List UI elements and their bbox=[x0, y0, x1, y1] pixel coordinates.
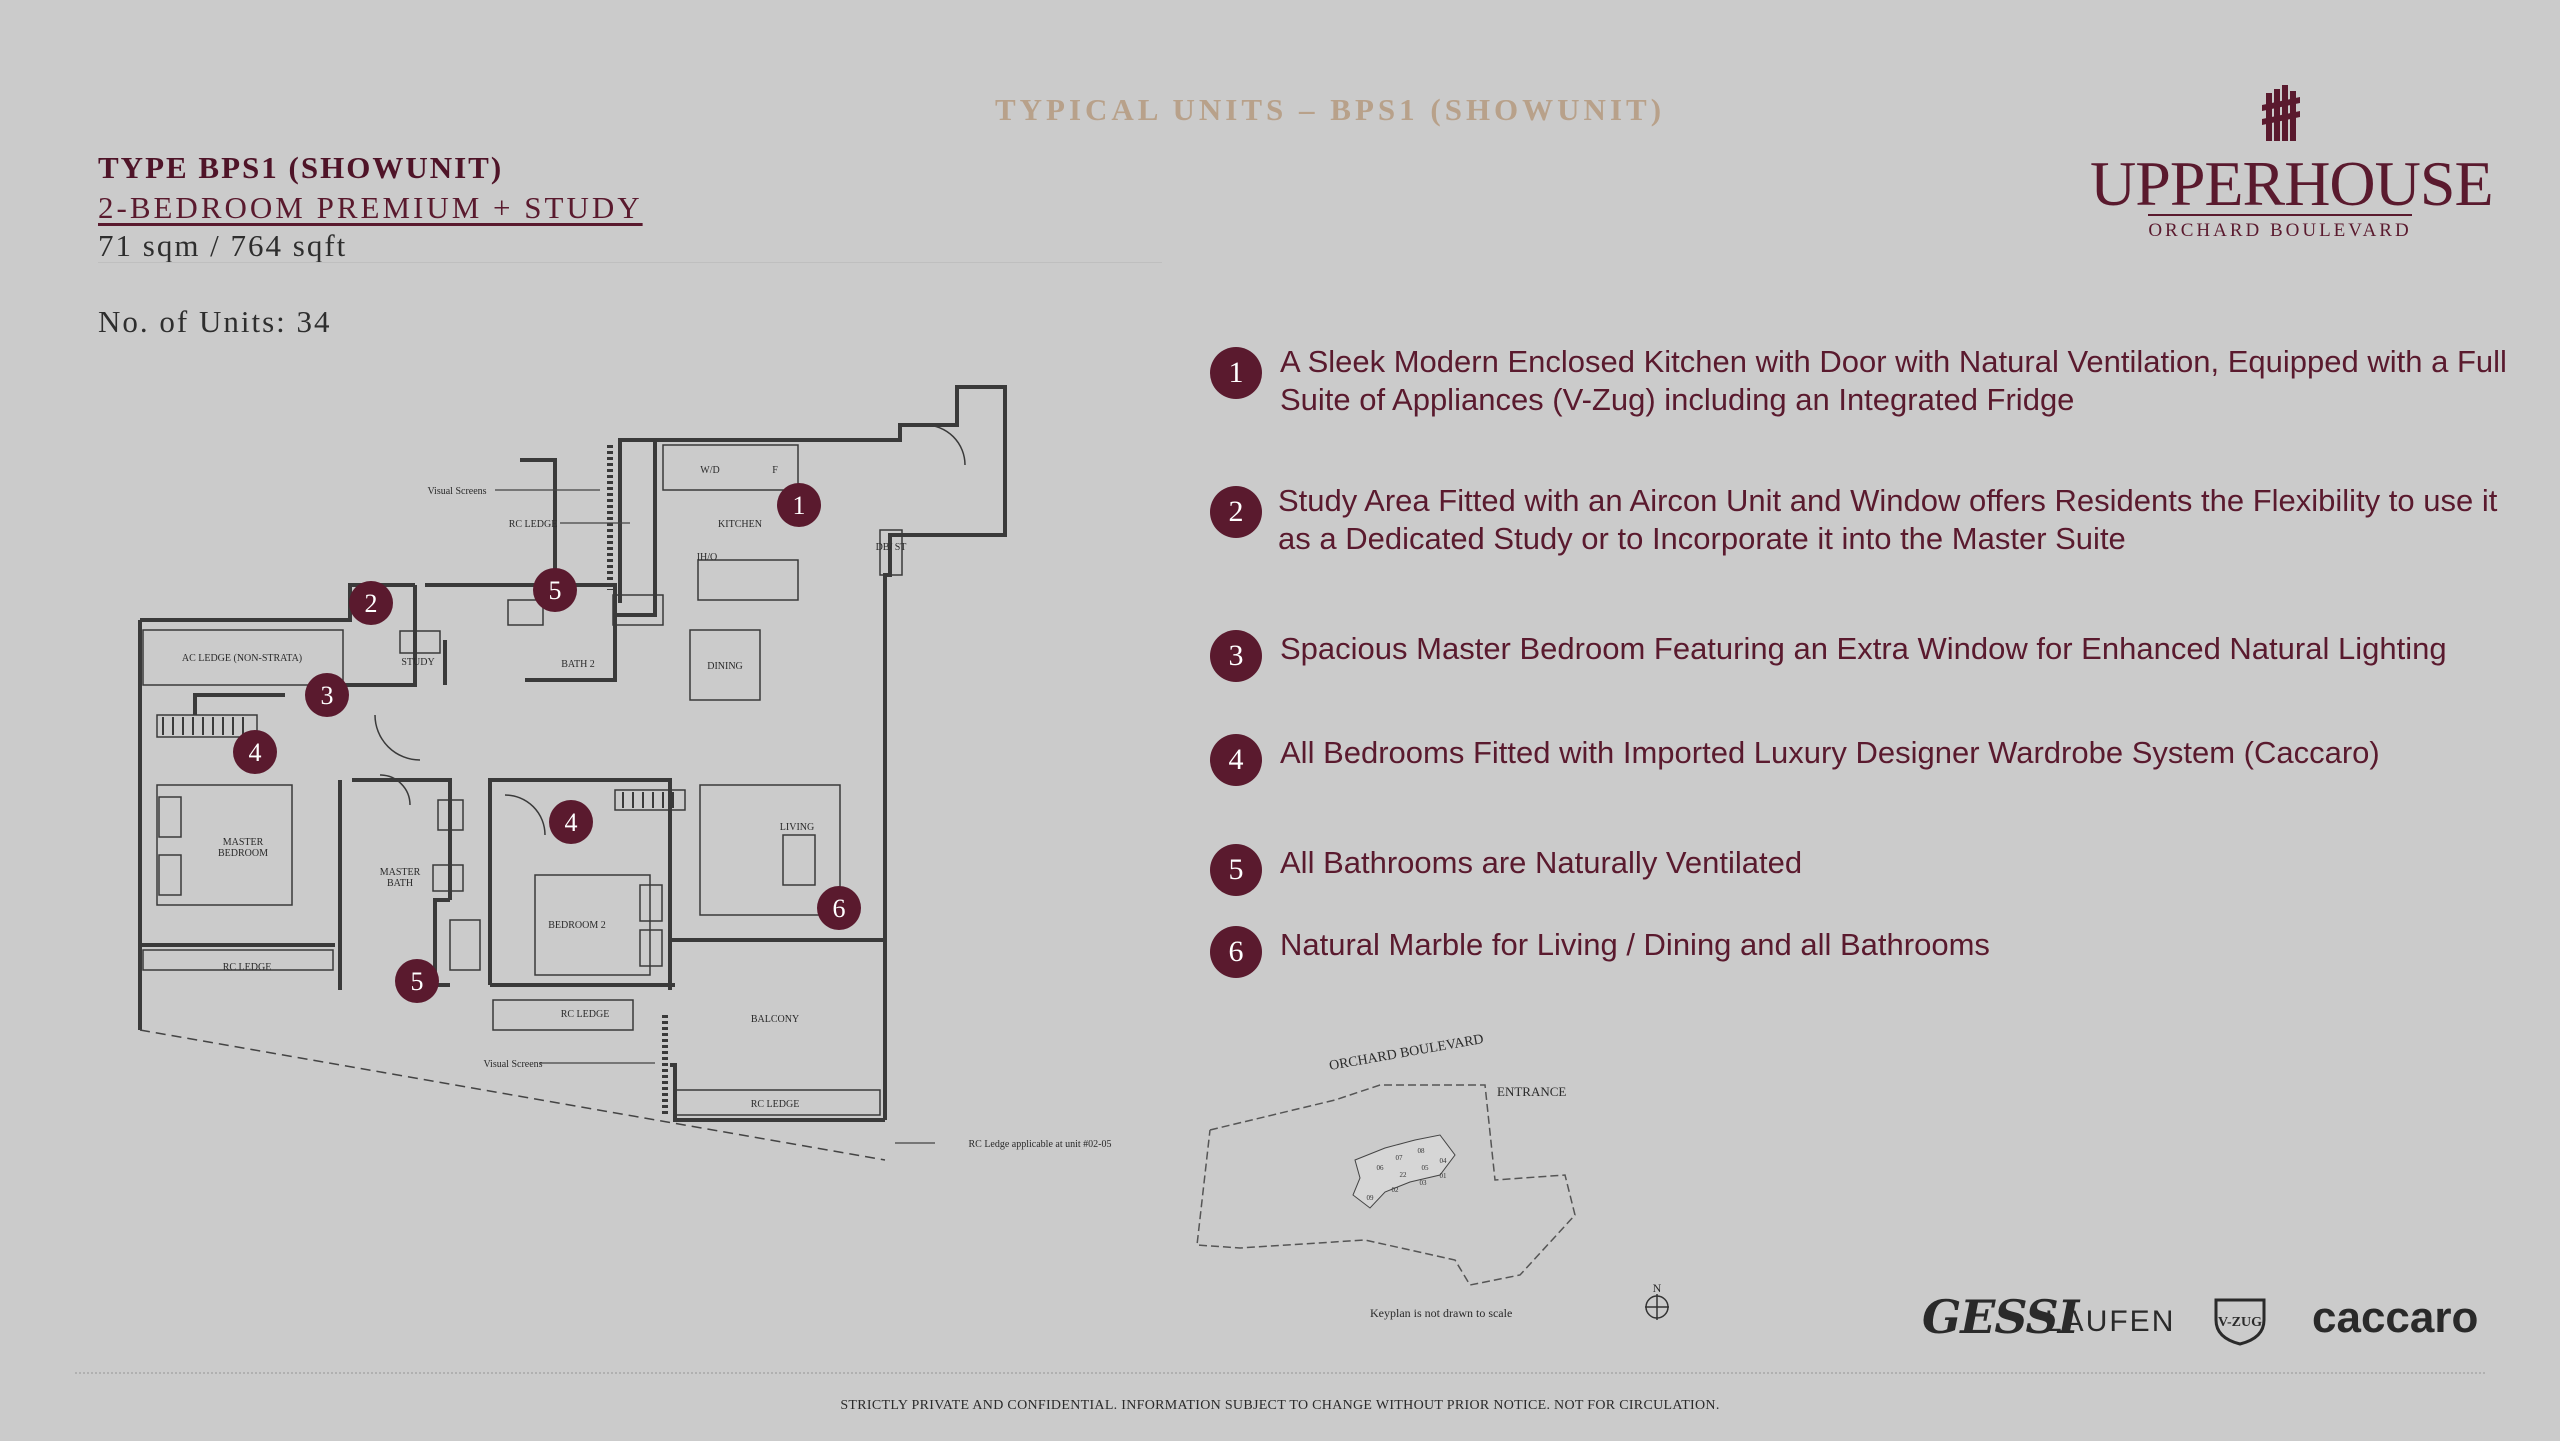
svg-text:5: 5 bbox=[549, 576, 562, 605]
plan-rc-note: RC Ledge applicable at unit #02-05 bbox=[968, 1139, 1111, 1150]
vzug-logo: V-ZUG bbox=[2212, 1296, 2268, 1346]
feature-text: All Bathrooms are Naturally Ventilated bbox=[1280, 845, 1803, 880]
plan-marker-6: 6 bbox=[817, 886, 861, 930]
feature-number: 5 bbox=[1210, 844, 1262, 896]
keyplan-road: ORCHARD BOULEVARD bbox=[1328, 1032, 1485, 1074]
plan-marker-5a: 5 bbox=[533, 568, 577, 612]
logo-name: UPPERHOUSE bbox=[2090, 148, 2494, 219]
feature-item-1: 1 A Sleek Modern Enclosed Kitchen with D… bbox=[1210, 343, 2510, 423]
plan-label-iho: IH/O bbox=[697, 552, 718, 563]
plan-label-rc-ledge-master: RC LEDGE bbox=[223, 962, 272, 973]
logo-subtitle: ORCHARD BOULEVARD bbox=[2148, 220, 2412, 241]
keyplan-unit: 07 bbox=[1396, 1154, 1404, 1162]
plan-label-rc-ledge-bed2: RC LEDGE bbox=[561, 1009, 610, 1020]
plan-label-rc-ledge: RC LEDGE bbox=[509, 519, 558, 530]
svg-text:3: 3 bbox=[321, 681, 334, 710]
plan-marker-3: 3 bbox=[305, 673, 349, 717]
svg-text:N: N bbox=[1653, 1281, 1662, 1295]
keyplan: ORCHARD BOULEVARD ENTRANCE 06 07 08 22 0… bbox=[1196, 1032, 1669, 1320]
plan-label-bath2: BATH 2 bbox=[561, 659, 595, 670]
svg-text:4: 4 bbox=[249, 738, 262, 767]
plan-marker-1: 1 bbox=[777, 483, 821, 527]
keyplan-unit: 04 bbox=[1440, 1157, 1448, 1165]
plan-label-balcony: BALCONY bbox=[751, 1014, 799, 1025]
plan-label-study: STUDY bbox=[401, 657, 434, 668]
feature-item-2: 2 Study Area Fitted with an Aircon Unit … bbox=[1210, 482, 2510, 562]
keyplan-unit: 01 bbox=[1440, 1172, 1448, 1180]
unit-area: 71 sqm / 764 sqft bbox=[98, 228, 348, 263]
svg-text:2: 2 bbox=[365, 589, 378, 618]
laufen-logo: LAUFEN bbox=[2045, 1305, 2176, 1338]
plan-label-visual-screens: Visual Screens bbox=[427, 486, 486, 497]
svg-text:5: 5 bbox=[411, 967, 424, 996]
feature-item-4: 4 All Bedrooms Fitted with Imported Luxu… bbox=[1210, 730, 2510, 786]
plan-label-kitchen: KITCHEN bbox=[718, 519, 762, 530]
feature-text: All Bedrooms Fitted with Imported Luxury… bbox=[1280, 735, 2380, 770]
keyplan-building bbox=[1352, 1134, 1456, 1209]
keyplan-unit: 06 bbox=[1377, 1164, 1385, 1172]
keyplan-entrance: ENTRANCE bbox=[1497, 1084, 1566, 1099]
keyplan-unit: 08 bbox=[1418, 1147, 1426, 1155]
floor-plan: Visual Screens RC LEDGE W/D F KITCHEN IH… bbox=[138, 385, 1112, 1161]
feature-text: Natural Marble for Living / Dining and a… bbox=[1280, 927, 1990, 962]
feature-text: A Sleek Modern Enclosed Kitchen with Doo… bbox=[1280, 344, 2507, 417]
plan-label-master-bath-2: BATH bbox=[387, 878, 413, 889]
keyplan-unit: 09 bbox=[1367, 1194, 1375, 1202]
plan-label-visual-screens-2: Visual Screens bbox=[483, 1059, 542, 1070]
footer-disclaimer: STRICTLY PRIVATE AND CONFIDENTIAL. INFOR… bbox=[840, 1398, 1720, 1413]
gessi-logo: GESSI bbox=[1922, 1290, 2079, 1344]
logo-rule bbox=[2148, 214, 2412, 216]
plan-marker-2: 2 bbox=[349, 581, 393, 625]
feature-number: 1 bbox=[1210, 347, 1262, 399]
plan-marker-5b: 5 bbox=[395, 959, 439, 1003]
title-divider bbox=[98, 262, 1162, 263]
plan-marker-4b: 4 bbox=[549, 800, 593, 844]
feature-text: Spacious Master Bedroom Featuring an Ext… bbox=[1280, 631, 2447, 666]
plan-label-wd: W/D bbox=[700, 465, 719, 476]
feature-number: 6 bbox=[1210, 926, 1262, 978]
building-icon bbox=[2262, 85, 2300, 141]
plan-label-bedroom2: BEDROOM 2 bbox=[548, 920, 606, 931]
plan-label-ac-ledge: AC LEDGE (NON-STRATA) bbox=[182, 653, 302, 664]
keyplan-unit: 05 bbox=[1422, 1164, 1430, 1172]
plan-label-dining: DINING bbox=[707, 661, 743, 672]
plan-label-living: LIVING bbox=[780, 822, 814, 833]
feature-item-5: 5 All Bathrooms are Naturally Ventilated bbox=[1210, 840, 2510, 896]
feature-number: 4 bbox=[1210, 734, 1262, 786]
plan-label-master-bedroom: MASTER bbox=[223, 837, 264, 848]
caccaro-logo: caccaro bbox=[2312, 1293, 2479, 1342]
feature-item-6: 6 Natural Marble for Living / Dining and… bbox=[1210, 922, 2510, 978]
keyplan-unit: 22 bbox=[1400, 1171, 1408, 1179]
keyplan-unit: 02 bbox=[1392, 1186, 1400, 1194]
unit-count: No. of Units: 34 bbox=[98, 304, 332, 339]
plan-label-master-bath: MASTER bbox=[380, 867, 421, 878]
unit-bedrooms: 2-BEDROOM PREMIUM + STUDY bbox=[98, 190, 643, 225]
feature-number: 3 bbox=[1210, 630, 1262, 682]
svg-text:6: 6 bbox=[833, 894, 846, 923]
feature-text: Study Area Fitted with an Aircon Unit an… bbox=[1278, 483, 2498, 556]
svg-text:V-ZUG: V-ZUG bbox=[2218, 1315, 2262, 1330]
plan-label-dbst: DB/ ST bbox=[876, 542, 907, 553]
svg-text:1: 1 bbox=[793, 491, 806, 520]
feature-item-3: 3 Spacious Master Bedroom Featuring an E… bbox=[1210, 626, 2510, 682]
unit-type: TYPE BPS1 (SHOWUNIT) bbox=[98, 150, 504, 185]
plan-marker-4a: 4 bbox=[233, 730, 277, 774]
svg-text:4: 4 bbox=[565, 808, 578, 837]
plan-label-fridge: F bbox=[772, 465, 778, 476]
vzug-shield-icon: V-ZUG bbox=[2214, 1298, 2266, 1346]
keyplan-unit: 03 bbox=[1420, 1179, 1428, 1187]
keyplan-note: Keyplan is not drawn to scale bbox=[1370, 1306, 1512, 1320]
footer-divider bbox=[75, 1372, 2485, 1374]
feature-number: 2 bbox=[1210, 486, 1262, 538]
page-title: TYPICAL UNITS – BPS1 (SHOWUNIT) bbox=[994, 92, 1666, 127]
plan-label-master-bedroom-2: BEDROOM bbox=[218, 848, 268, 859]
plan-label-rc-ledge-balcony: RC LEDGE bbox=[751, 1099, 800, 1110]
north-arrow-icon: N bbox=[1645, 1281, 1669, 1320]
upperhouse-logo: UPPERHOUSE ORCHARD BOULEVARD bbox=[2090, 85, 2494, 245]
